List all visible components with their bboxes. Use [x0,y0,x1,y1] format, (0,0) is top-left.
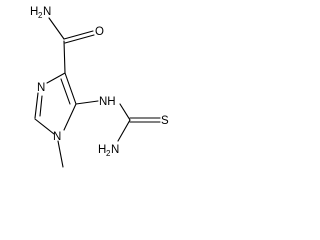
atom-ring-n1: N [53,131,61,143]
bond-c-o-double-b [64,34,95,44]
atom-amide-n: N [43,6,51,18]
atom-ring-n3: N [37,82,45,94]
bond-c-o-double-a [63,30,94,40]
atom-amide-o: O [95,26,104,38]
atom-thio-n: N [111,144,119,156]
atom-thio-s: S [161,115,169,127]
bond-c-nh2 [117,119,131,142]
bond-c2-n1 [34,118,55,135]
bond-c5-nh [75,100,99,105]
bond-c-n-amide [48,17,65,40]
bond-n1-c5 [63,103,77,131]
atom-nh: NH [99,96,116,108]
bond-c4-c5-inner [60,78,71,105]
atom-thio-h-count: 2 [106,149,111,158]
bond-nh-cs [119,103,131,121]
atom-labels: H 2 N O N NH S N H 2 N [30,6,169,158]
bond-c4-n3 [46,72,66,84]
bond-c4-c-amide [63,40,66,74]
atom-thio-h: H [98,144,106,156]
molecule-structure: H 2 N O N NH S N H 2 N [30,6,169,168]
bond-c4-c5 [64,72,77,105]
bonds [34,17,161,168]
atom-amide-h-count: 2 [38,11,43,20]
bond-n3-c2 [34,92,39,119]
bond-n1-methyl [57,140,64,168]
bond-n3-c2-inner [39,95,43,117]
atom-amide-h: H [30,6,38,18]
